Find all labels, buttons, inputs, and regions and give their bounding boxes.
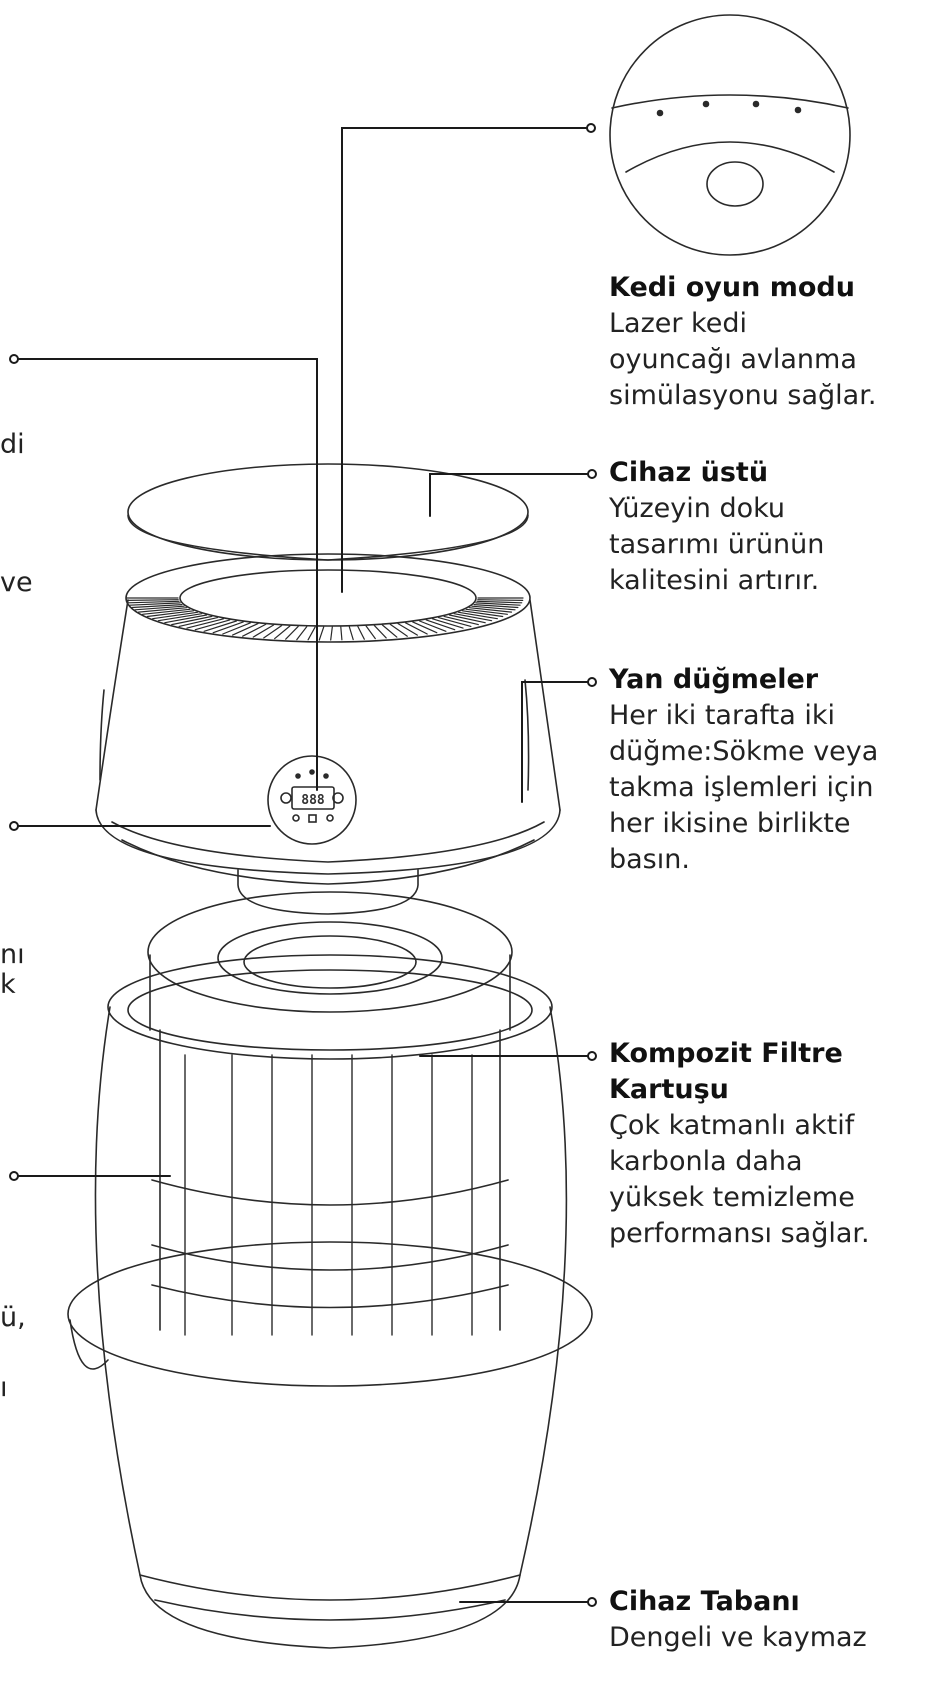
vent-slat: [131, 603, 183, 609]
vent-slat: [365, 625, 376, 640]
vent-slat: [468, 607, 513, 613]
vent-slat: [419, 620, 447, 632]
label-desc-line: Her iki tarafta iki: [609, 700, 835, 731]
vent-slat: [397, 622, 418, 636]
vent-slat: [476, 600, 523, 604]
label-desc-line: simülasyonu sağlar.: [609, 380, 877, 411]
vent-slat: [357, 625, 365, 640]
vent-slat: [232, 622, 259, 636]
vent-slat: [465, 608, 508, 615]
vent-slat: [475, 602, 521, 606]
vent-slat: [458, 611, 498, 620]
vent-slat: [285, 625, 299, 640]
label-desc-line: oyuncağı avlanma: [609, 344, 857, 375]
vent-slat: [171, 615, 213, 626]
vent-slat: [431, 618, 464, 629]
label-desc-line: takma işlemleri için: [609, 772, 874, 803]
vent-slat: [448, 614, 486, 624]
left-text-fragment: k: [0, 969, 16, 1000]
label-title: Kartuşu: [609, 1074, 729, 1105]
vent-slat: [126, 599, 179, 602]
vent-slat: [212, 621, 244, 634]
vent-slat: [127, 600, 180, 604]
vent-slat: [348, 626, 354, 641]
vent-slat: [307, 626, 316, 641]
laser-lens-sphere: [609, 14, 851, 256]
label-title: Cihaz Tabanı: [609, 1586, 800, 1617]
label-side-buttons: Yan düğmeler Her iki tarafta iki düğme:S…: [609, 662, 878, 878]
vent-slat: [142, 608, 191, 615]
label-desc-line: düğme:Sökme veya: [609, 736, 879, 767]
label-desc-line: yüksek temizleme: [609, 1182, 855, 1213]
vent-slat: [137, 607, 188, 613]
vent-slat: [437, 616, 472, 628]
left-text-fragment: ı: [0, 1372, 8, 1403]
vent-slat: [453, 613, 493, 622]
panel-display: 888: [301, 793, 325, 808]
label-device-base: Cihaz Tabanı Dengeli ve kaymaz: [609, 1584, 867, 1656]
left-text-fragment: ve: [0, 567, 33, 598]
label-desc-line: her ikisine birlikte: [609, 808, 851, 839]
vent-slat: [404, 622, 428, 635]
vent-slat: [242, 623, 267, 637]
vent-slat: [157, 613, 203, 622]
label-desc-line: Lazer kedi: [609, 308, 747, 339]
vent-slat: [186, 618, 225, 629]
label-desc-line: Çok katmanlı aktif: [609, 1110, 855, 1141]
label-desc-line: performansı sağlar.: [609, 1218, 870, 1249]
vent-slat: [152, 611, 198, 620]
vent-slat: [381, 624, 398, 638]
vent-slat: [164, 614, 208, 624]
left-text-fragment: di: [0, 429, 25, 460]
label-device-top: Cihaz üstü Yüzeyin doku tasarımı ürünün …: [609, 455, 824, 599]
upper-unit: [95, 463, 561, 915]
vent-slat: [203, 620, 237, 632]
vent-slat: [462, 610, 504, 618]
label-title: Kedi oyun modu: [609, 272, 855, 303]
vent-slat: [194, 619, 231, 631]
vent-slat: [134, 605, 185, 611]
vent-slat: [146, 610, 194, 618]
vent-slat: [443, 615, 479, 626]
label-cat-play-mode: Kedi oyun modu Lazer kedi oyuncağı avlan…: [609, 270, 876, 414]
label-desc-line: karbonla daha: [609, 1146, 803, 1177]
label-title: Cihaz üstü: [609, 457, 769, 488]
vent-slat: [178, 616, 219, 628]
vent-slat: [263, 624, 283, 639]
vent-slat: [412, 621, 438, 634]
leader-lines: [9, 123, 597, 1607]
vent-slat: [340, 626, 343, 641]
vent-slat: [477, 599, 524, 602]
label-desc-line: tasarımı ürünün: [609, 529, 825, 560]
vent-slat: [473, 603, 519, 609]
vent-slat: [296, 626, 308, 641]
vent-slat: [373, 624, 387, 639]
vent-slat: [222, 622, 252, 635]
vent-slat: [389, 623, 408, 637]
label-desc-line: Dengeli ve kaymaz: [609, 1622, 867, 1653]
vent-slat: [425, 619, 456, 631]
vent-slat: [318, 626, 325, 641]
label-title: Yan düğmeler: [609, 664, 819, 695]
label-title: Kompozit Filtre: [609, 1038, 843, 1069]
vent-slat: [330, 626, 333, 641]
vent-slat: [471, 605, 516, 611]
left-text-fragment: ü,: [0, 1302, 26, 1333]
label-desc-line: basın.: [609, 844, 690, 875]
vent-slat: [129, 602, 181, 606]
lower-unit: [67, 891, 593, 1649]
vent-slat: [252, 624, 275, 638]
left-text-fragment: nı: [0, 939, 25, 970]
label-filter-cartridge: Kompozit Filtre Kartuşu Çok katmanlı akt…: [609, 1036, 870, 1252]
label-desc-line: Yüzeyin doku: [609, 493, 786, 524]
label-desc-line: kalitesini artırır.: [609, 565, 820, 596]
vent-slat: [274, 625, 291, 640]
